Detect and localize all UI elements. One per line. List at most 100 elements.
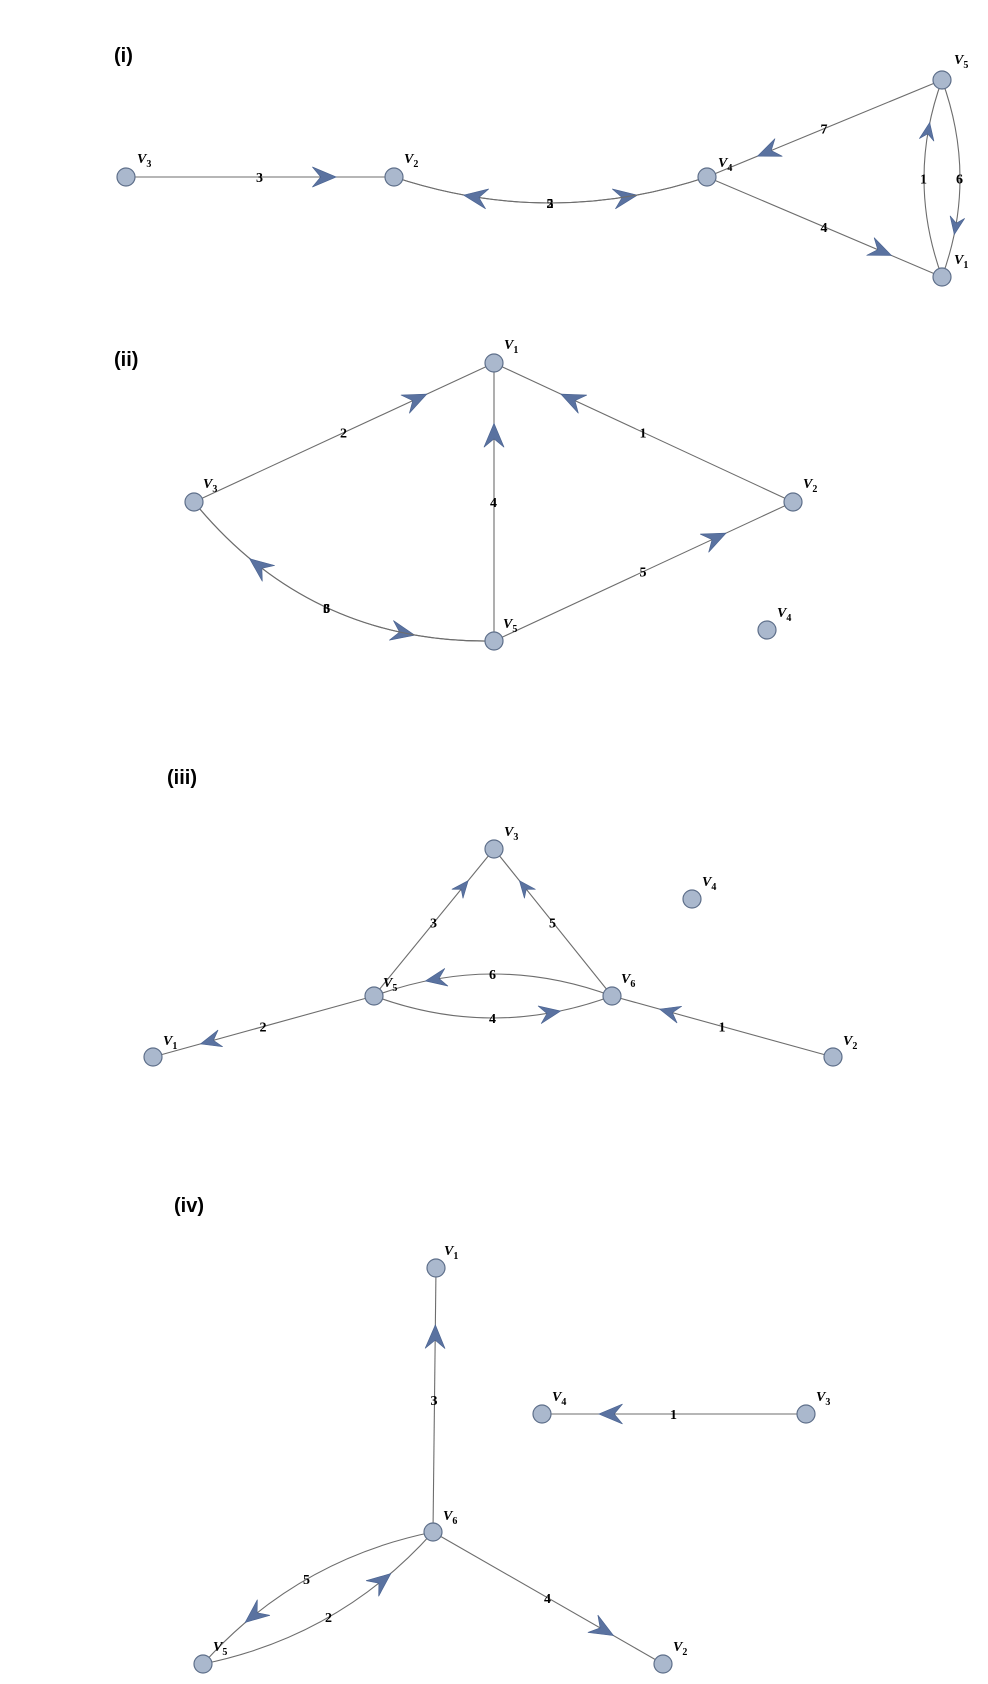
edge-v3-v5-line — [193, 501, 495, 642]
edge-v5-v6-line — [373, 995, 613, 1019]
edge-v2-v6-weight: 1 — [719, 1021, 726, 1036]
edge-v6-v2-weight: 4 — [544, 1592, 551, 1607]
edge-v5-v1-arrow — [199, 1029, 223, 1048]
edge-v2-v1-weight: 1 — [640, 427, 647, 442]
edge-v4-v1-arrow — [866, 237, 893, 256]
vertex-v5-label: V5 — [383, 976, 397, 994]
edge-v2-v1-line — [493, 362, 794, 503]
panel-label-iv: (iv) — [174, 1195, 204, 1217]
vertex-v1-label: V1 — [954, 253, 968, 271]
edge-v3-v4-arrow — [597, 1403, 623, 1425]
vertex-v2-dot — [384, 167, 404, 187]
edge-v5-v3-weight: 3 — [430, 917, 437, 932]
edge-layer: 3 5 4 6 2 1 — [152, 848, 834, 1058]
vertex-v1-subscript: 1 — [513, 345, 518, 356]
edge-v5-v3-arrow — [248, 558, 275, 582]
vertex-v4-subscript: 4 — [727, 163, 732, 174]
vertex-v6-subscript: 6 — [452, 1516, 457, 1527]
edge-v1-v5-arrow — [919, 121, 935, 142]
edge-v5-v3-arrow — [451, 880, 469, 899]
vertex-v1-subscript: 1 — [963, 260, 968, 271]
edge-v1-v5-weight: 1 — [920, 173, 927, 188]
vertex-v2-dot — [653, 1654, 673, 1674]
edge-v5-v6-weight: 2 — [325, 1611, 332, 1626]
edge-v6-v2-line — [432, 1531, 664, 1665]
vertex-v1-subscript: 1 — [172, 1041, 177, 1052]
vertex-v2-subscript: 2 — [413, 159, 418, 170]
edge-v6-v5-weight: 6 — [489, 968, 496, 983]
vertex-v3-dot — [184, 492, 204, 512]
vertex-v1-label: V1 — [163, 1034, 177, 1052]
vertex-v3-subscript: 3 — [513, 832, 518, 843]
vertex-v6-subscript: 6 — [630, 979, 635, 990]
vertex-v1-dot — [426, 1258, 446, 1278]
vertex-v5-subscript: 5 — [963, 60, 968, 71]
edge-v5-v6-weight: 4 — [489, 1012, 496, 1027]
vertex-v5-dot — [932, 70, 952, 90]
vertex-v3-subscript: 3 — [146, 159, 151, 170]
vertex-v4-label: V4 — [702, 875, 716, 893]
edge-v3-v1-line — [193, 362, 495, 503]
edge-v5-v4-line — [706, 79, 943, 178]
edge-v2-v6-arrow — [658, 1005, 682, 1024]
edge-v5-v3-line — [193, 501, 495, 642]
panel-label-i: (i) — [114, 45, 133, 67]
vertex-v4-label: V4 — [777, 606, 791, 624]
edge-v5-v1-arrow — [949, 215, 965, 236]
vertex-v6-label: V6 — [443, 1509, 457, 1527]
edge-v5-v1-weight: 6 — [956, 173, 963, 188]
edge-v6-v2-arrow — [587, 1614, 615, 1637]
edge-v3-v2-arrow — [312, 166, 338, 188]
edge-v5-v3-line — [373, 848, 495, 997]
vertex-v4-dot — [682, 889, 702, 909]
edge-v5-v6-line — [202, 1531, 434, 1665]
vertex-v5-dot — [193, 1654, 213, 1674]
vertex-v2-label: V2 — [673, 1640, 687, 1658]
vertex-v3-subscript: 3 — [212, 484, 217, 495]
vertex-v1-dot — [143, 1047, 163, 1067]
edge-v6-v3-weight: 5 — [549, 917, 556, 932]
vertex-v2-subscript: 2 — [682, 1647, 687, 1658]
vertex-v1-label: V1 — [444, 1244, 458, 1262]
edge-v5-v4-weight: 7 — [821, 123, 828, 138]
edge-v6-v1-arrow — [424, 1323, 446, 1349]
edge-v5-v6-arrow — [537, 1005, 562, 1024]
vertex-v5-subscript: 5 — [222, 1647, 227, 1658]
edge-v5-v6-arrow — [365, 1573, 392, 1597]
panel-label-iii: (iii) — [167, 767, 197, 789]
edge-v5-v3-weight: 6 — [323, 602, 330, 617]
vertex-v3-label: V3 — [816, 1390, 830, 1408]
edge-v2-v6-line — [611, 995, 834, 1058]
edge-v1-v5-line — [923, 79, 943, 278]
vertex-v4-dot — [757, 620, 777, 640]
vertex-v2-label: V2 — [404, 152, 418, 170]
vertex-v5-subscript: 5 — [392, 983, 397, 994]
edge-v5-v1-weight: 2 — [260, 1021, 267, 1036]
edge-v5-v1-line — [152, 995, 375, 1058]
vertex-v3-dot — [484, 839, 504, 859]
vertex-v1-subscript: 1 — [453, 1251, 458, 1262]
vertex-v1-dot — [932, 267, 952, 287]
edge-v4-v1-line — [706, 176, 943, 278]
vertex-v1-dot — [484, 353, 504, 373]
vertex-v5-dot — [364, 986, 384, 1006]
edge-v2-v4-weight: 2 — [547, 197, 554, 212]
edge-v4-v2-line — [393, 176, 708, 204]
edge-v3-v1-weight: 2 — [340, 427, 347, 442]
edge-v4-v2-weight: 5 — [547, 197, 554, 212]
vertex-v4-dot — [532, 1404, 552, 1424]
edge-v3-v1-arrow — [400, 393, 428, 414]
edge-v6-v5-arrow — [424, 968, 449, 987]
edge-v6-v5-arrow — [244, 1599, 271, 1623]
edge-v6-v3-line — [493, 848, 613, 997]
vertex-v4-dot — [697, 167, 717, 187]
